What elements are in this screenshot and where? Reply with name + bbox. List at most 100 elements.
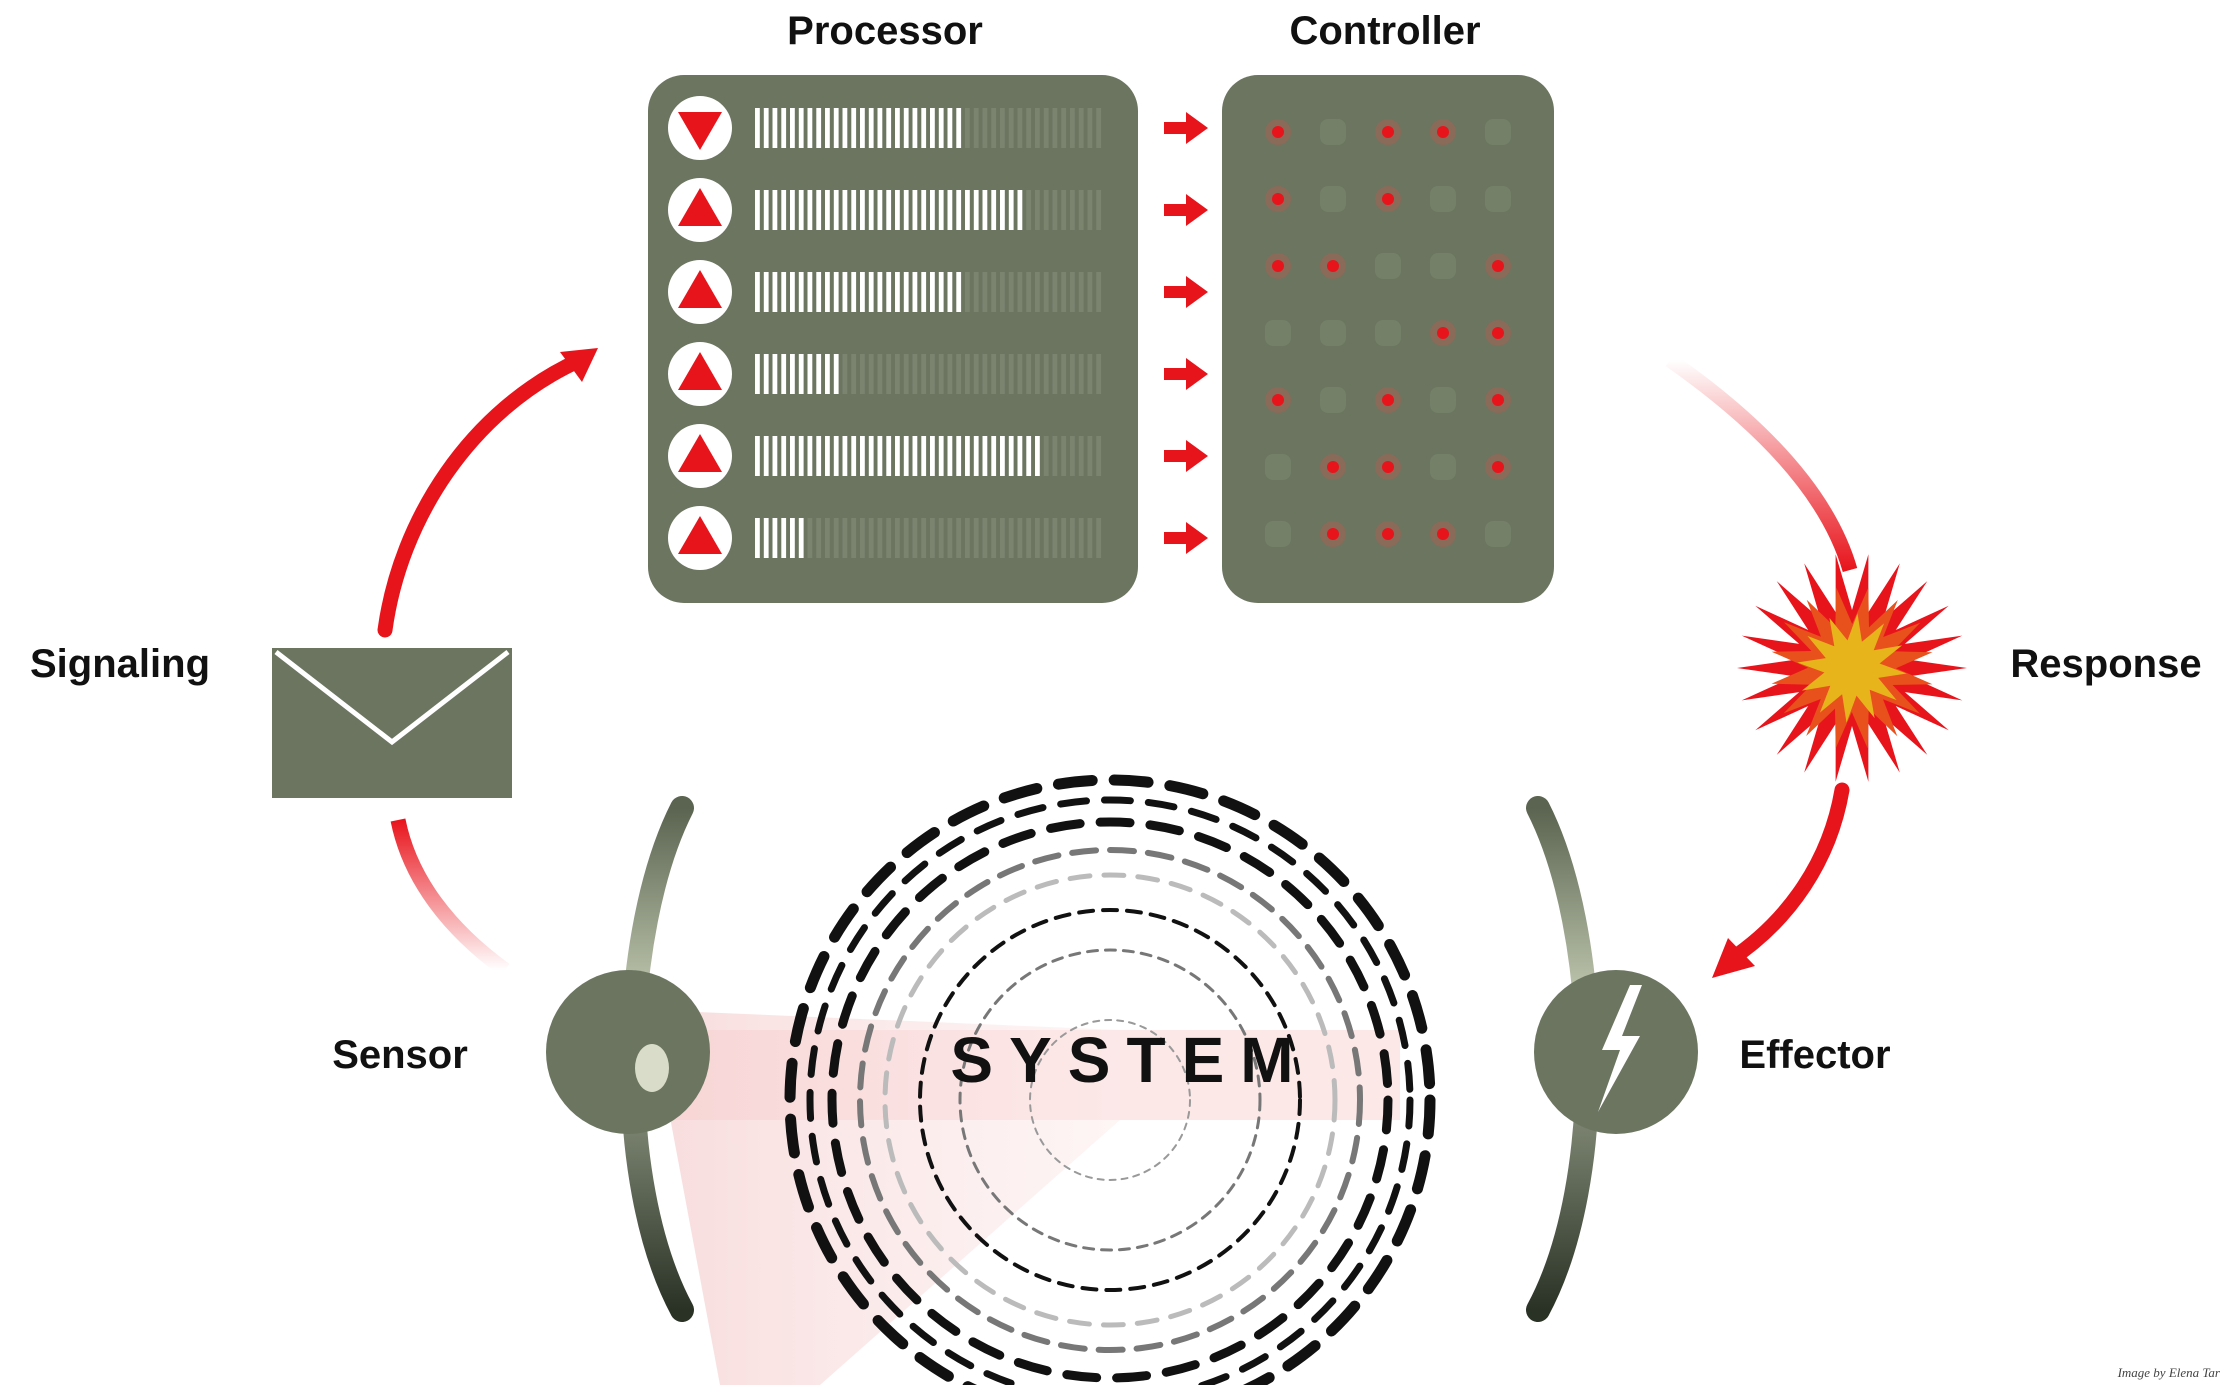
- bar-fill-tick: [895, 190, 900, 230]
- bar-fill-tick: [833, 354, 839, 394]
- bar-empty-tick: [1052, 518, 1058, 558]
- controller-cell-off: [1320, 320, 1346, 346]
- response-label: Response: [2010, 642, 2201, 686]
- bar-empty-tick: [956, 518, 962, 558]
- bar-fill-tick: [781, 354, 787, 394]
- bar-empty-tick: [1087, 436, 1093, 476]
- bar-fill-tick: [982, 190, 988, 230]
- bar-fill-tick: [903, 108, 909, 148]
- bar-empty-tick: [1070, 436, 1075, 476]
- bar-fill-tick: [833, 436, 839, 476]
- bar-fill-tick: [790, 190, 795, 230]
- system-area: SYSTEM: [640, 774, 1436, 1385]
- bar-fill-tick: [886, 272, 892, 312]
- controller-cell-off: [1265, 320, 1291, 346]
- bar-fill-tick: [807, 108, 813, 148]
- bar-empty-tick: [877, 518, 883, 558]
- red-arrow-icon: [1164, 440, 1208, 472]
- bar-fill-tick: [973, 190, 979, 230]
- bar-fill-tick: [842, 272, 848, 312]
- bar-fill-tick: [816, 354, 822, 394]
- bar-fill-tick: [781, 108, 787, 148]
- processor-row: [668, 96, 1102, 160]
- bar-empty-tick: [1035, 518, 1040, 558]
- system-rings: [784, 774, 1436, 1385]
- bar-empty-tick: [1043, 518, 1049, 558]
- bar-empty-tick: [1078, 518, 1084, 558]
- bar-fill-tick: [956, 436, 962, 476]
- controller-cell-off: [1430, 253, 1456, 279]
- bar-fill-tick: [973, 436, 979, 476]
- controller-cell-off: [1430, 454, 1456, 480]
- bar-fill-tick: [912, 190, 918, 230]
- controller-led: [1382, 461, 1394, 473]
- bar-fill-tick: [1000, 436, 1005, 476]
- bar-empty-tick: [921, 354, 927, 394]
- bar-fill-tick: [877, 436, 883, 476]
- bar-fill-tick: [965, 436, 970, 476]
- controller-led: [1492, 461, 1504, 473]
- bar-fill-tick: [763, 518, 769, 558]
- bar-empty-tick: [1017, 108, 1023, 148]
- bar-empty-tick: [1043, 272, 1049, 312]
- bar-fill-tick: [790, 354, 795, 394]
- processor-label: Processor: [787, 9, 983, 53]
- bar-empty-tick: [947, 518, 953, 558]
- signaling-arrow: [377, 352, 588, 638]
- bar-fill-tick: [798, 354, 804, 394]
- sensor-label: Sensor: [332, 1033, 468, 1077]
- bar-empty-tick: [1017, 272, 1023, 312]
- bar-empty-tick: [1008, 354, 1014, 394]
- bar-empty-tick: [1008, 108, 1014, 148]
- bar-empty-tick: [1061, 272, 1067, 312]
- bar-empty-tick: [1070, 190, 1075, 230]
- bar-fill-tick: [868, 190, 874, 230]
- bar-fill-tick: [772, 354, 778, 394]
- bar-fill-tick: [860, 108, 865, 148]
- bar-empty-tick: [1026, 108, 1032, 148]
- bar-fill-tick: [1008, 436, 1014, 476]
- bar-empty-tick: [1061, 518, 1067, 558]
- bar-fill-tick: [886, 108, 892, 148]
- controller-led: [1437, 327, 1449, 339]
- response-to-effector-arc: [1722, 782, 1850, 968]
- sensor-to-signaling-arc: [390, 818, 510, 977]
- bar-fill-tick: [991, 190, 997, 230]
- red-arrow-icon: [1164, 358, 1208, 390]
- bar-empty-tick: [956, 354, 962, 394]
- controller-cell-off: [1430, 186, 1456, 212]
- bar-empty-tick: [860, 354, 865, 394]
- bar-empty-tick: [1026, 518, 1032, 558]
- bar-fill-tick: [816, 190, 822, 230]
- red-arrow-icon: [1164, 522, 1208, 554]
- controller-led: [1272, 260, 1284, 272]
- bar-empty-tick: [1096, 436, 1102, 476]
- bar-fill-tick: [798, 272, 804, 312]
- controller-led: [1492, 260, 1504, 272]
- bar-fill-tick: [833, 272, 839, 312]
- controller-led: [1382, 528, 1394, 540]
- bar-empty-tick: [947, 354, 953, 394]
- bar-fill-tick: [772, 518, 778, 558]
- bar-fill-tick: [903, 190, 909, 230]
- processor-row: [668, 342, 1102, 406]
- bar-fill-tick: [886, 436, 892, 476]
- bar-empty-tick: [982, 272, 988, 312]
- bar-empty-tick: [1035, 108, 1040, 148]
- bar-fill-tick: [790, 518, 795, 558]
- controller-cell-off: [1265, 521, 1291, 547]
- effector-label: Effector: [1739, 1033, 1890, 1077]
- bar-empty-tick: [930, 354, 935, 394]
- bar-empty-tick: [868, 518, 874, 558]
- bar-empty-tick: [938, 354, 944, 394]
- bar-fill-tick: [1035, 436, 1040, 476]
- bar-empty-tick: [1078, 436, 1084, 476]
- bar-fill-tick: [790, 436, 795, 476]
- bar-fill-tick: [938, 190, 944, 230]
- controller-led: [1492, 394, 1504, 406]
- system-ring: [827, 817, 1393, 1383]
- bar-fill-tick: [895, 108, 900, 148]
- controller-led: [1272, 394, 1284, 406]
- controller-cell-off: [1375, 253, 1401, 279]
- controller-led: [1272, 126, 1284, 138]
